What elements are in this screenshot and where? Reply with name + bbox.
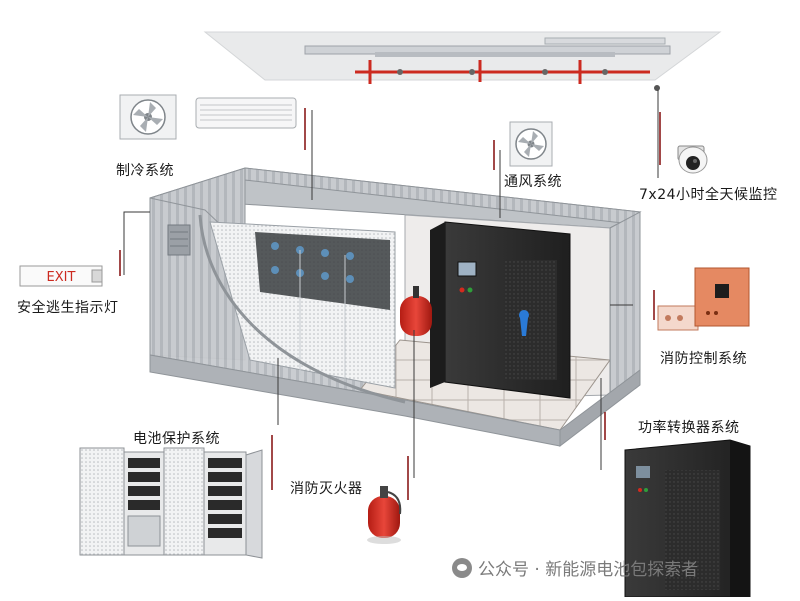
fire-control-panel	[657, 267, 750, 331]
fire-extinguisher	[367, 486, 402, 544]
label-battery-protection-system: 电池保护系统	[133, 431, 220, 447]
pointer-lines	[123, 90, 659, 478]
label-emergency-light: 安全逃生指示灯	[17, 300, 119, 316]
label-cooling-system: 制冷系统	[116, 163, 174, 179]
battery-racks	[209, 221, 396, 389]
leader-lines	[119, 108, 661, 500]
label-fire-extinguisher: 消防灭火器	[290, 481, 363, 497]
cooling-fan-unit	[119, 94, 177, 140]
label-power-converter-system: 功率转换器系统	[638, 420, 740, 436]
label-fire-control-system: 消防控制系统	[660, 351, 747, 367]
air-conditioner-unit	[195, 97, 297, 129]
fire-extinguisher-inside	[400, 286, 432, 336]
battery-protection-cabinet	[79, 447, 263, 559]
label-ventilation-system: 通风系统	[504, 174, 562, 190]
pcs-cabinet-inside	[430, 221, 571, 399]
ceiling-panel	[203, 31, 722, 84]
exit-sign: EXIT	[19, 265, 103, 287]
camera-icon	[654, 85, 708, 174]
watermark-text: 公众号 · 新能源电池包探索者	[478, 560, 699, 580]
label-monitoring: 7x24小时全天候监控	[639, 187, 778, 203]
ventilation-fan	[509, 121, 553, 167]
power-converter-cabinet	[624, 439, 751, 598]
watermark: 公众号 · 新能源电池包探索者	[452, 555, 698, 580]
exit-sign-text: EXIT	[47, 270, 76, 285]
fan-icon	[130, 99, 166, 135]
wechat-icon	[452, 557, 472, 578]
